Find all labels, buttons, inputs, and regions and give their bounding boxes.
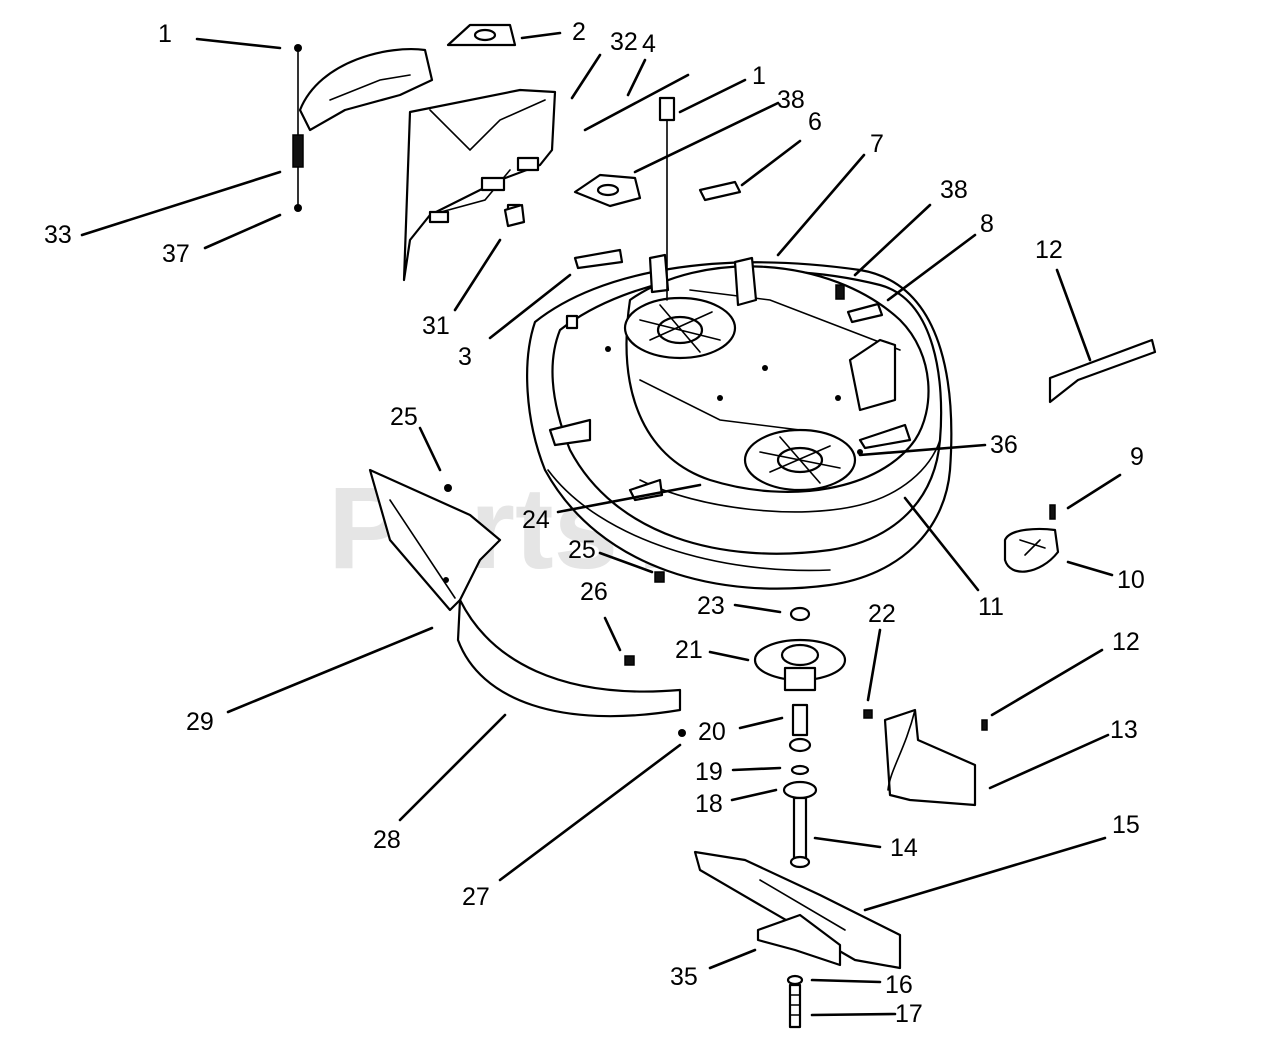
spindle-assembly xyxy=(753,606,847,869)
callout-33: 33 xyxy=(44,221,72,249)
callout-36: 36 xyxy=(990,431,1018,459)
callout-24: 24 xyxy=(522,506,550,534)
callout-38: 38 xyxy=(940,176,968,204)
callout-23: 23 xyxy=(697,592,725,620)
adapter-35 xyxy=(756,913,842,967)
decal-38-right xyxy=(846,302,884,324)
decal-38-top xyxy=(698,180,742,202)
decal-3 xyxy=(573,248,624,270)
callout-2: 2 xyxy=(572,18,586,46)
callout-10: 10 xyxy=(1117,566,1145,594)
callout-9: 9 xyxy=(1130,443,1144,471)
callout-4: 4 xyxy=(642,30,656,58)
callout-7: 7 xyxy=(870,130,884,158)
callout-37: 37 xyxy=(162,240,190,268)
callout-18: 18 xyxy=(695,790,723,818)
pin-31 xyxy=(503,203,526,228)
callout-38: 38 xyxy=(777,86,805,114)
callout-25: 25 xyxy=(390,403,418,431)
discharge-deflector xyxy=(298,48,557,282)
screw-7 xyxy=(835,284,845,300)
callout-8: 8 xyxy=(980,210,994,238)
callout-17: 17 xyxy=(895,1000,923,1028)
callout-31: 31 xyxy=(422,312,450,340)
callout-16: 16 xyxy=(885,971,913,999)
callout-28: 28 xyxy=(373,826,401,854)
deflector-rod xyxy=(292,44,304,212)
callout-22: 22 xyxy=(868,600,896,628)
callout-27: 27 xyxy=(462,883,490,911)
bolt-4 xyxy=(658,96,676,122)
cap-10 xyxy=(1003,527,1060,573)
callout-21: 21 xyxy=(675,636,703,664)
callout-6: 6 xyxy=(808,108,822,136)
leader-lines xyxy=(80,31,1122,1017)
callout-13: 13 xyxy=(1110,716,1138,744)
callout-1: 1 xyxy=(158,20,172,48)
callout-32: 32 xyxy=(610,28,638,56)
callout-12: 12 xyxy=(1112,628,1140,656)
callout-12: 12 xyxy=(1035,236,1063,264)
callout-14: 14 xyxy=(890,834,918,862)
callout-35: 35 xyxy=(670,963,698,991)
callout-29: 29 xyxy=(186,708,214,736)
part-8 xyxy=(1048,338,1157,404)
callout-1: 1 xyxy=(752,62,766,90)
callout-3: 3 xyxy=(458,343,472,371)
callout-19: 19 xyxy=(695,758,723,786)
mower-deck-housing xyxy=(526,253,953,590)
callout-11: 11 xyxy=(978,593,1004,621)
left-baffle xyxy=(368,468,682,718)
callout-15: 15 xyxy=(1112,811,1140,839)
callout-25: 25 xyxy=(568,536,596,564)
blade-15 xyxy=(693,850,902,970)
callout-26: 26 xyxy=(580,578,608,606)
callout-20: 20 xyxy=(698,718,726,746)
